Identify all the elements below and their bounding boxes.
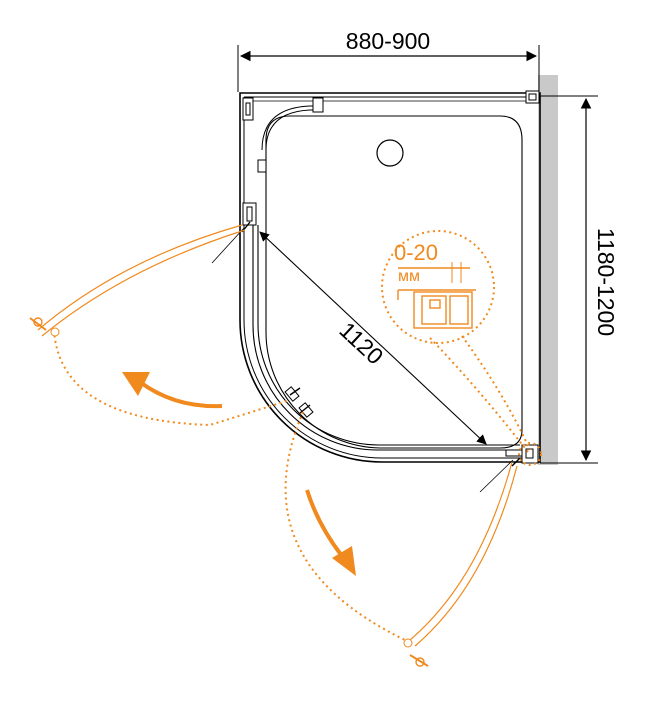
pointer-lines [211,227,514,493]
drain [376,139,404,167]
right-wall [538,75,558,465]
left-door-swing [29,224,291,427]
width-label: 880-900 [346,28,430,54]
width-dimension: 880-900 [237,28,540,92]
detail-callout: 0-20 мм [381,230,542,466]
detail-gap-label: 0-20 [394,240,438,265]
swing-arrows [122,372,356,576]
diagonal-label: 1120 [335,317,389,370]
depth-dimension: 1180-1200 [540,95,619,464]
right-door-swing [284,411,518,667]
depth-label: 1180-1200 [593,228,619,336]
detail-unit-label: мм [398,268,420,285]
